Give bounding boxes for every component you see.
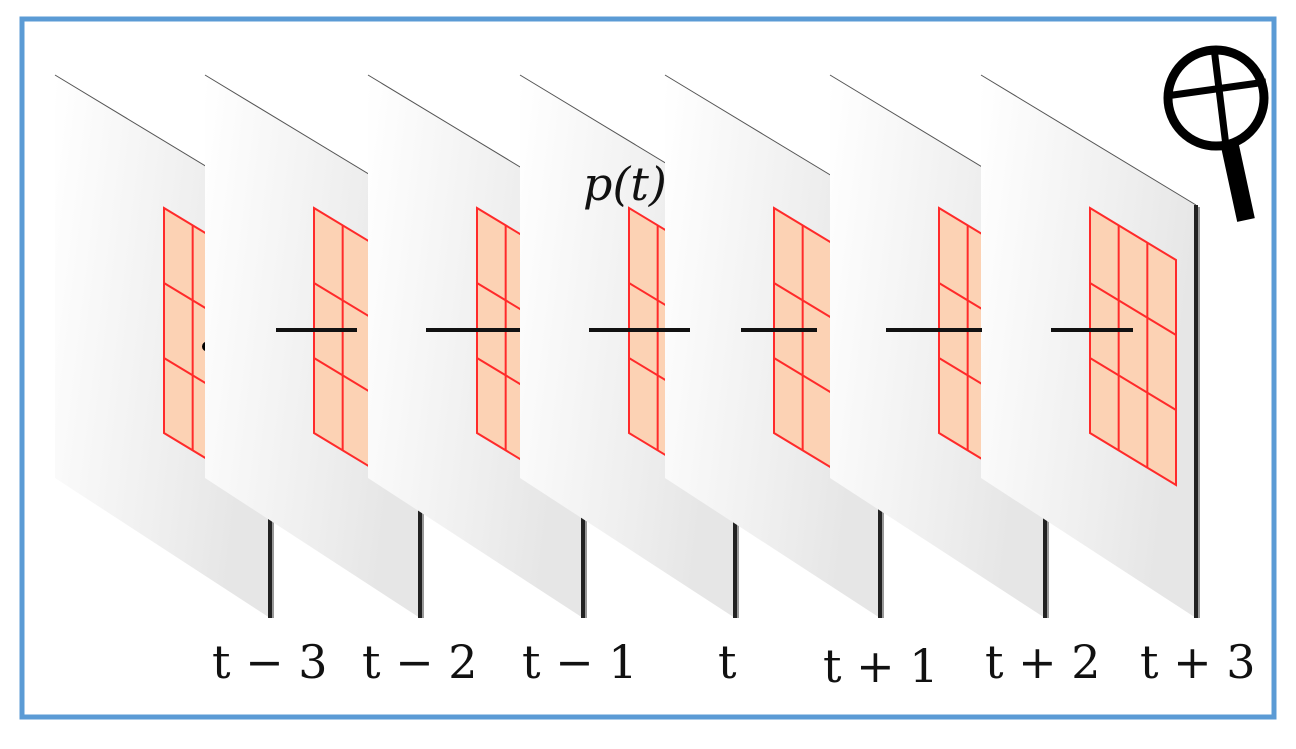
frame-label-6: t + 3 bbox=[1140, 635, 1256, 689]
point-label: p(t) bbox=[583, 157, 667, 211]
magnifier-icon bbox=[1163, 45, 1269, 222]
frame-label-5: t + 2 bbox=[985, 635, 1101, 689]
frame-label-0: t − 3 bbox=[212, 635, 328, 689]
frame-label-2: t − 1 bbox=[522, 635, 638, 689]
frame-label-4: t + 1 bbox=[823, 639, 939, 693]
patch-hline bbox=[1089, 282, 1177, 336]
frame-label-1: t − 2 bbox=[362, 635, 478, 689]
frame-plane bbox=[981, 75, 1196, 618]
labels-layer: t − 3 t − 2 t − 1 t t + 1 t + 2 t + 3 bbox=[212, 635, 1256, 693]
frame-6 bbox=[980, 74, 1200, 618]
patch-grid bbox=[1089, 206, 1177, 487]
frame-plane bbox=[205, 75, 420, 618]
frame-label-3: t bbox=[718, 635, 737, 689]
frame-top-edge bbox=[980, 74, 1197, 206]
frames-layer bbox=[54, 74, 1200, 618]
patch-hline bbox=[1089, 357, 1177, 411]
frame-plane bbox=[665, 75, 880, 618]
